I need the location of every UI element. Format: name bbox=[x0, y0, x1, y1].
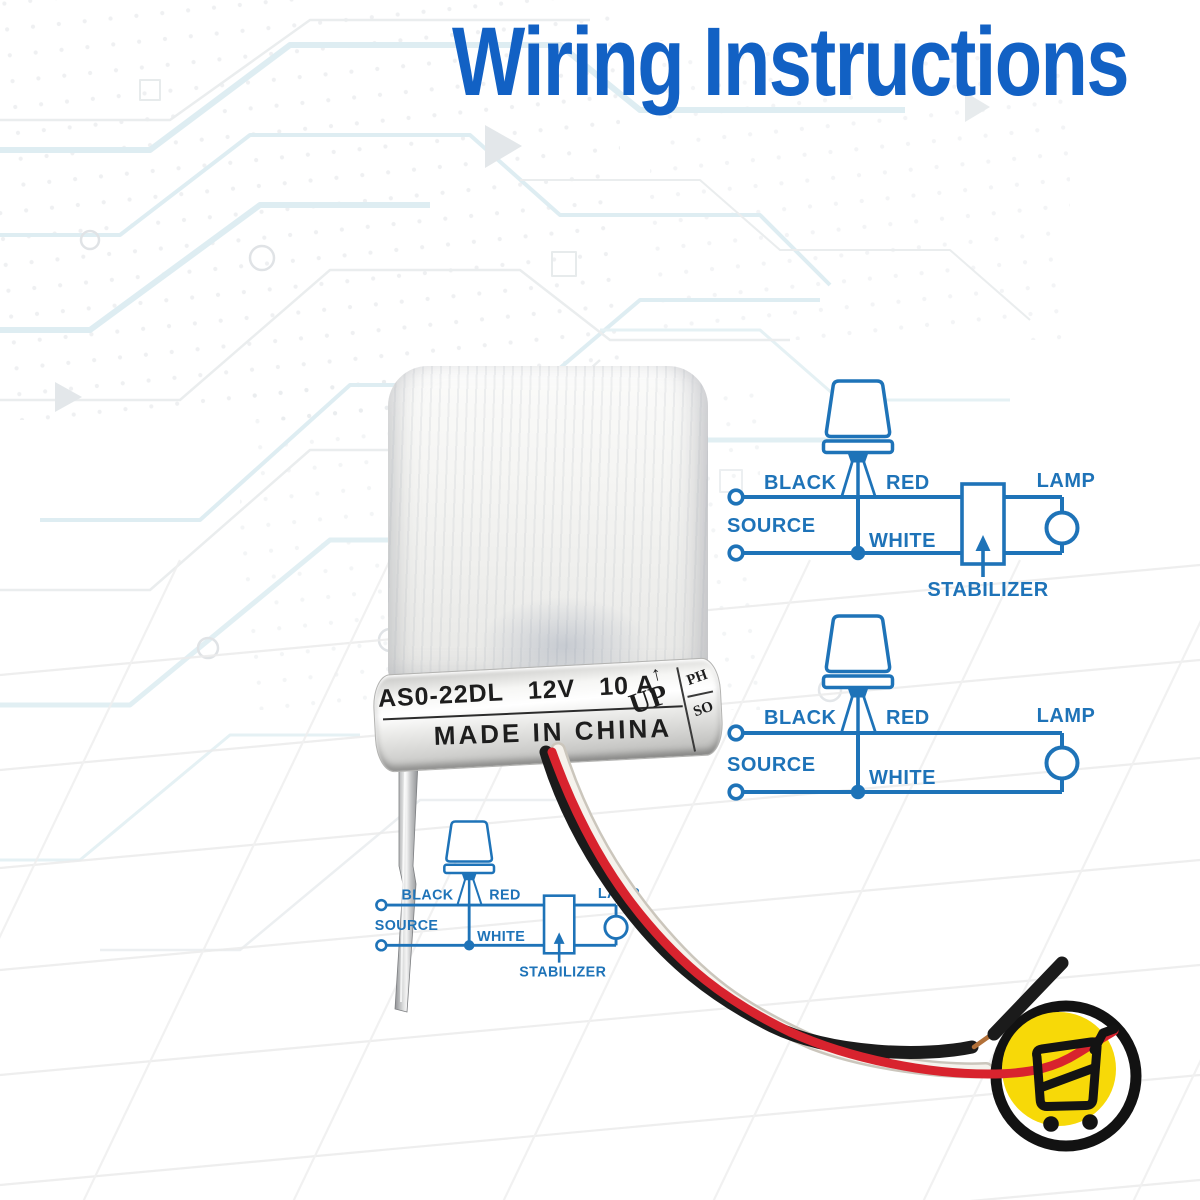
wire-label-red: RED bbox=[489, 887, 520, 903]
node-ring bbox=[248, 244, 276, 272]
trace bbox=[520, 179, 1031, 321]
wire-label-red: RED bbox=[886, 707, 930, 729]
trace bbox=[100, 798, 560, 952]
stabilizer-label: STABILIZER bbox=[927, 579, 1048, 601]
triangle-mark bbox=[485, 125, 522, 168]
square-mark bbox=[551, 251, 577, 277]
stabilizer-label: STABILIZER bbox=[519, 964, 606, 980]
floor-grid bbox=[0, 559, 1200, 1200]
wire-label-black: BLACK bbox=[402, 887, 454, 903]
shopping-cart-icon bbox=[1032, 1024, 1119, 1132]
trace bbox=[0, 133, 832, 287]
wiring-diagram-stabilizer-large: BLACK RED LAMP SOURCE WHITE STABILIZER bbox=[727, 381, 1095, 601]
lamp-label: LAMP bbox=[1037, 705, 1096, 727]
trace bbox=[0, 733, 360, 862]
wire-label-red: RED bbox=[886, 472, 930, 494]
cart-diagonal bbox=[1035, 1063, 1099, 1093]
triangle-mark bbox=[55, 382, 82, 412]
source-terminal bbox=[727, 783, 745, 801]
bracket-highlight bbox=[400, 771, 406, 1003]
lamp-label: LAMP bbox=[1037, 470, 1096, 492]
junction-dot bbox=[850, 784, 866, 800]
source-terminal bbox=[727, 724, 745, 742]
page-title: Wiring Instructions bbox=[452, 7, 1130, 116]
cart-basket bbox=[1032, 1037, 1102, 1111]
cart-wheel bbox=[1043, 1116, 1059, 1132]
trace bbox=[600, 328, 1010, 402]
trace bbox=[0, 268, 790, 402]
wire-label-black: BLACK bbox=[764, 707, 837, 729]
triangle-mark bbox=[965, 92, 990, 122]
dot-grid bbox=[0, 0, 620, 420]
cart-wheel bbox=[1082, 1114, 1098, 1130]
cart-handle bbox=[1089, 1024, 1119, 1055]
wire-label-black: BLACK bbox=[764, 472, 837, 494]
node-ring bbox=[196, 636, 220, 660]
red-wire bbox=[547, 747, 1119, 1079]
trace bbox=[0, 42, 905, 153]
source-label: SOURCE bbox=[727, 515, 816, 537]
trace bbox=[0, 18, 590, 122]
dot-grid bbox=[650, 40, 1070, 340]
wiring-diagram-direct: BLACK RED LAMP SOURCE WHITE bbox=[727, 614, 1096, 801]
wire-label-white: WHITE bbox=[477, 929, 525, 945]
photocell-dome bbox=[388, 366, 708, 684]
black-wire-tip bbox=[987, 956, 1069, 1041]
node-ring bbox=[79, 229, 101, 251]
trace bbox=[0, 202, 430, 333]
source-label: SOURCE bbox=[375, 918, 439, 934]
bracket-strip bbox=[394, 759, 419, 1013]
wire-label-white: WHITE bbox=[869, 530, 936, 552]
square-mark bbox=[139, 79, 161, 101]
lamp-symbol bbox=[1044, 745, 1080, 781]
wire-label-white: WHITE bbox=[869, 767, 936, 789]
source-label: SOURCE bbox=[727, 754, 816, 776]
